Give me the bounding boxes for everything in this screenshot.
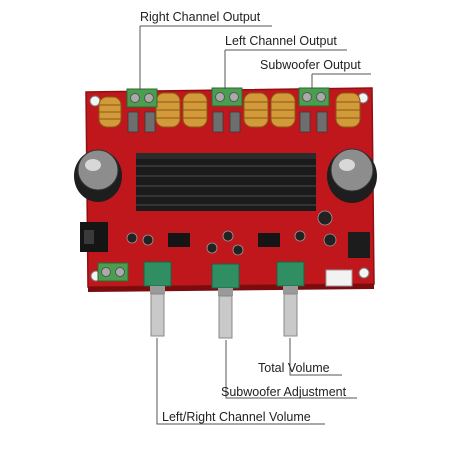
small-capacitors xyxy=(126,210,337,256)
mount-hole xyxy=(358,267,370,279)
pot-lr-volume xyxy=(143,261,172,337)
power-terminal xyxy=(97,262,129,282)
left-channel-terminal xyxy=(211,87,243,107)
right-channel-terminal xyxy=(126,88,158,108)
label-subwoofer-output: Subwoofer Output xyxy=(260,58,361,72)
label-total-volume: Total Volume xyxy=(258,361,330,375)
label-lr-channel-volume: Left/Right Channel Volume xyxy=(162,410,311,424)
label-subwoofer-adjustment: Subwoofer Adjustment xyxy=(221,385,347,399)
pot-subwoofer xyxy=(211,263,240,339)
label-left-channel-output: Left Channel Output xyxy=(225,34,337,48)
leader-lines xyxy=(139,25,371,425)
mount-hole xyxy=(89,95,101,107)
subwoofer-terminal xyxy=(298,87,330,107)
power-jack xyxy=(80,222,108,252)
op-amp-chips xyxy=(168,233,280,247)
audio-input-jack xyxy=(348,232,370,258)
inductor-row xyxy=(98,92,361,128)
box-capacitors xyxy=(127,111,328,133)
label-right-channel-output: Right Channel Output xyxy=(140,10,261,24)
pot-total-volume xyxy=(276,261,305,337)
heatsink xyxy=(136,153,316,211)
aux-connector xyxy=(325,269,353,287)
capacitor-left xyxy=(74,149,122,202)
capacitor-right xyxy=(327,148,377,203)
